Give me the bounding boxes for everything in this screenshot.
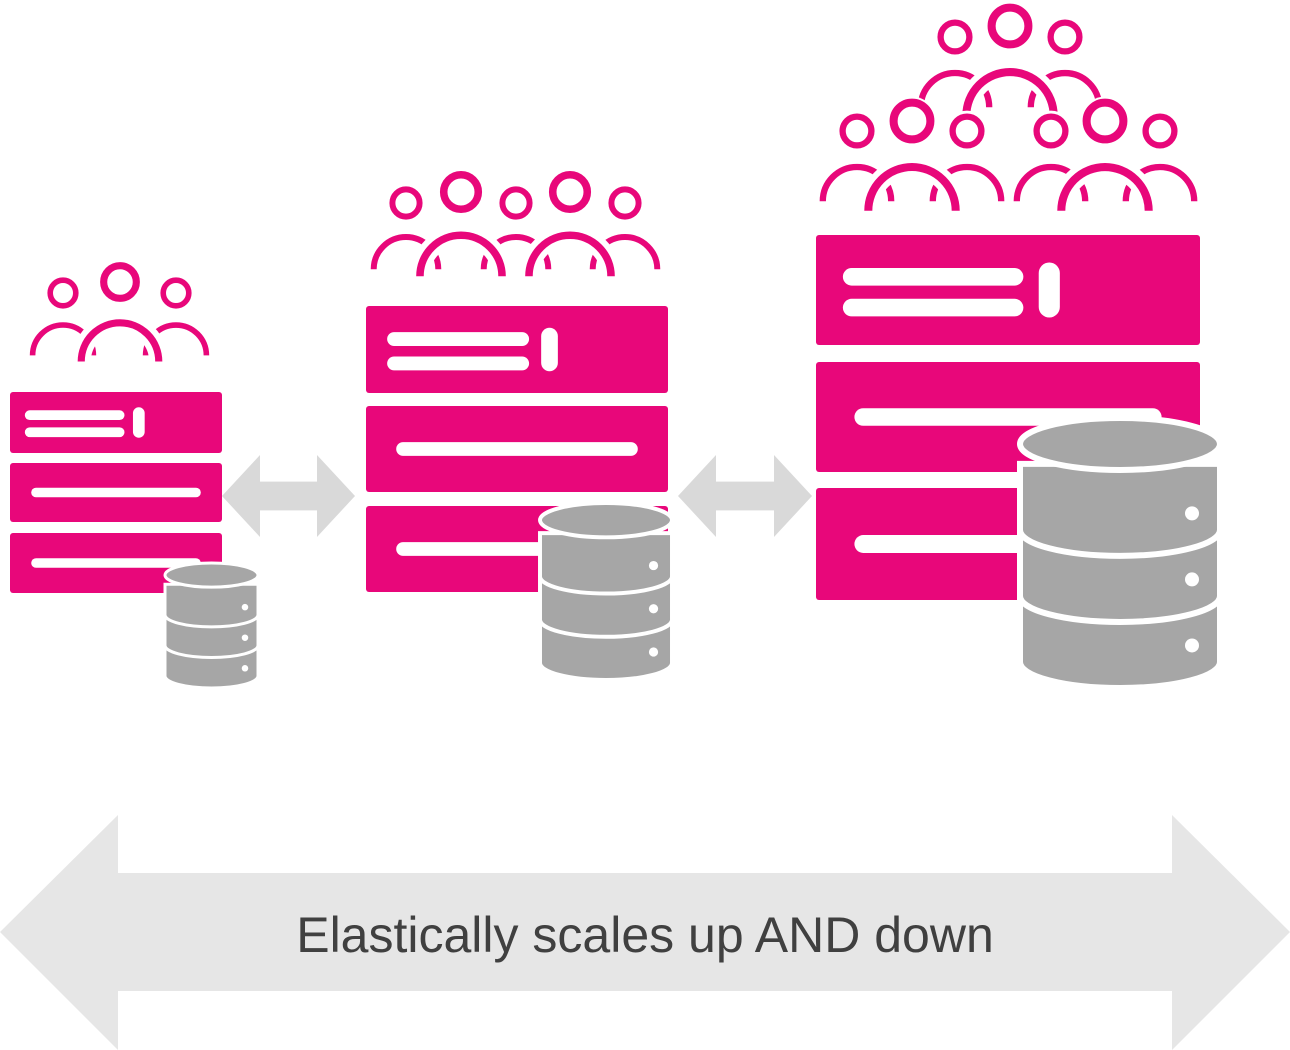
user-body-gap	[858, 157, 966, 212]
user-head	[937, 19, 973, 55]
user-icon	[956, 1, 1064, 117]
user-body	[1027, 69, 1103, 108]
database-led	[241, 665, 249, 672]
user-head	[548, 170, 592, 214]
bidirectional-arrow-icon	[678, 455, 812, 537]
user-body	[525, 231, 615, 277]
user-body	[416, 231, 506, 277]
server-body	[816, 235, 1200, 345]
database-led	[648, 560, 659, 571]
user-body-gap	[71, 313, 169, 363]
database-cap	[1017, 415, 1223, 473]
user-head	[839, 113, 875, 149]
user-body	[917, 69, 993, 108]
user-head	[100, 262, 140, 302]
bidirectional-arrow-icon	[222, 455, 355, 537]
database-segment	[163, 582, 260, 629]
server-unit-icon	[10, 392, 222, 453]
user-head	[1047, 19, 1083, 55]
server-bar	[396, 442, 638, 456]
user-icon	[1051, 96, 1159, 212]
user-body-gap	[1051, 157, 1159, 212]
database-led	[1185, 638, 1199, 653]
user-head	[889, 98, 935, 144]
user-head	[499, 186, 533, 220]
user-body	[962, 68, 1058, 116]
user-icon	[1007, 110, 1095, 202]
user-icon	[911, 16, 999, 108]
server-bar	[387, 356, 530, 371]
database-segment	[538, 531, 674, 596]
database-icon	[1017, 415, 1223, 691]
user-head	[47, 277, 79, 309]
user-body-gap	[410, 225, 512, 277]
database-segment	[1017, 460, 1223, 559]
user-body-gap	[519, 225, 621, 277]
server-unit-icon	[366, 306, 668, 393]
server-indicator	[1038, 262, 1060, 318]
server-bar	[387, 332, 530, 347]
database-icon	[163, 561, 260, 690]
user-icon	[410, 168, 512, 277]
tier-large	[813, 1, 1223, 691]
server-unit-icon	[366, 406, 668, 492]
user-icon	[519, 168, 621, 277]
user-head	[1033, 113, 1069, 149]
user-head	[389, 186, 423, 220]
user-body	[1057, 163, 1153, 211]
database-cap	[538, 501, 674, 540]
server-body	[10, 392, 222, 453]
database-led	[241, 603, 249, 611]
server-bar	[842, 298, 1024, 317]
user-head	[987, 3, 1033, 49]
server-unit-icon	[816, 235, 1200, 345]
user-head	[1082, 98, 1128, 144]
server-indicator	[541, 327, 558, 372]
scale-caption: Elastically scales up AND down	[296, 907, 994, 963]
server-unit-icon	[10, 463, 222, 522]
database-led	[241, 634, 249, 641]
user-head	[949, 113, 985, 149]
server-indicator	[132, 407, 145, 438]
user-icon	[1021, 16, 1109, 108]
database-led	[648, 647, 659, 657]
bidirectional-scale-arrow	[0, 815, 1290, 1050]
tier-small	[10, 259, 260, 690]
database-icon	[538, 501, 674, 682]
server-bar	[24, 410, 125, 421]
user-body	[77, 319, 163, 362]
database-led	[1185, 506, 1199, 521]
user-head	[439, 170, 483, 214]
database-led	[648, 604, 659, 614]
user-head	[1142, 113, 1178, 149]
user-icon	[71, 259, 169, 363]
server-body	[366, 306, 668, 393]
user-body-gap	[956, 62, 1064, 117]
server-bar	[842, 268, 1024, 286]
user-icon	[858, 96, 966, 212]
database-led	[1185, 572, 1199, 587]
database-cap	[163, 561, 260, 589]
user-body	[1013, 163, 1089, 202]
tier-medium	[364, 168, 674, 682]
user-head	[160, 277, 192, 309]
user-head	[608, 186, 642, 220]
server-bar	[31, 558, 201, 568]
server-bar	[24, 427, 125, 438]
user-body	[864, 163, 960, 211]
server-bar	[31, 487, 201, 498]
